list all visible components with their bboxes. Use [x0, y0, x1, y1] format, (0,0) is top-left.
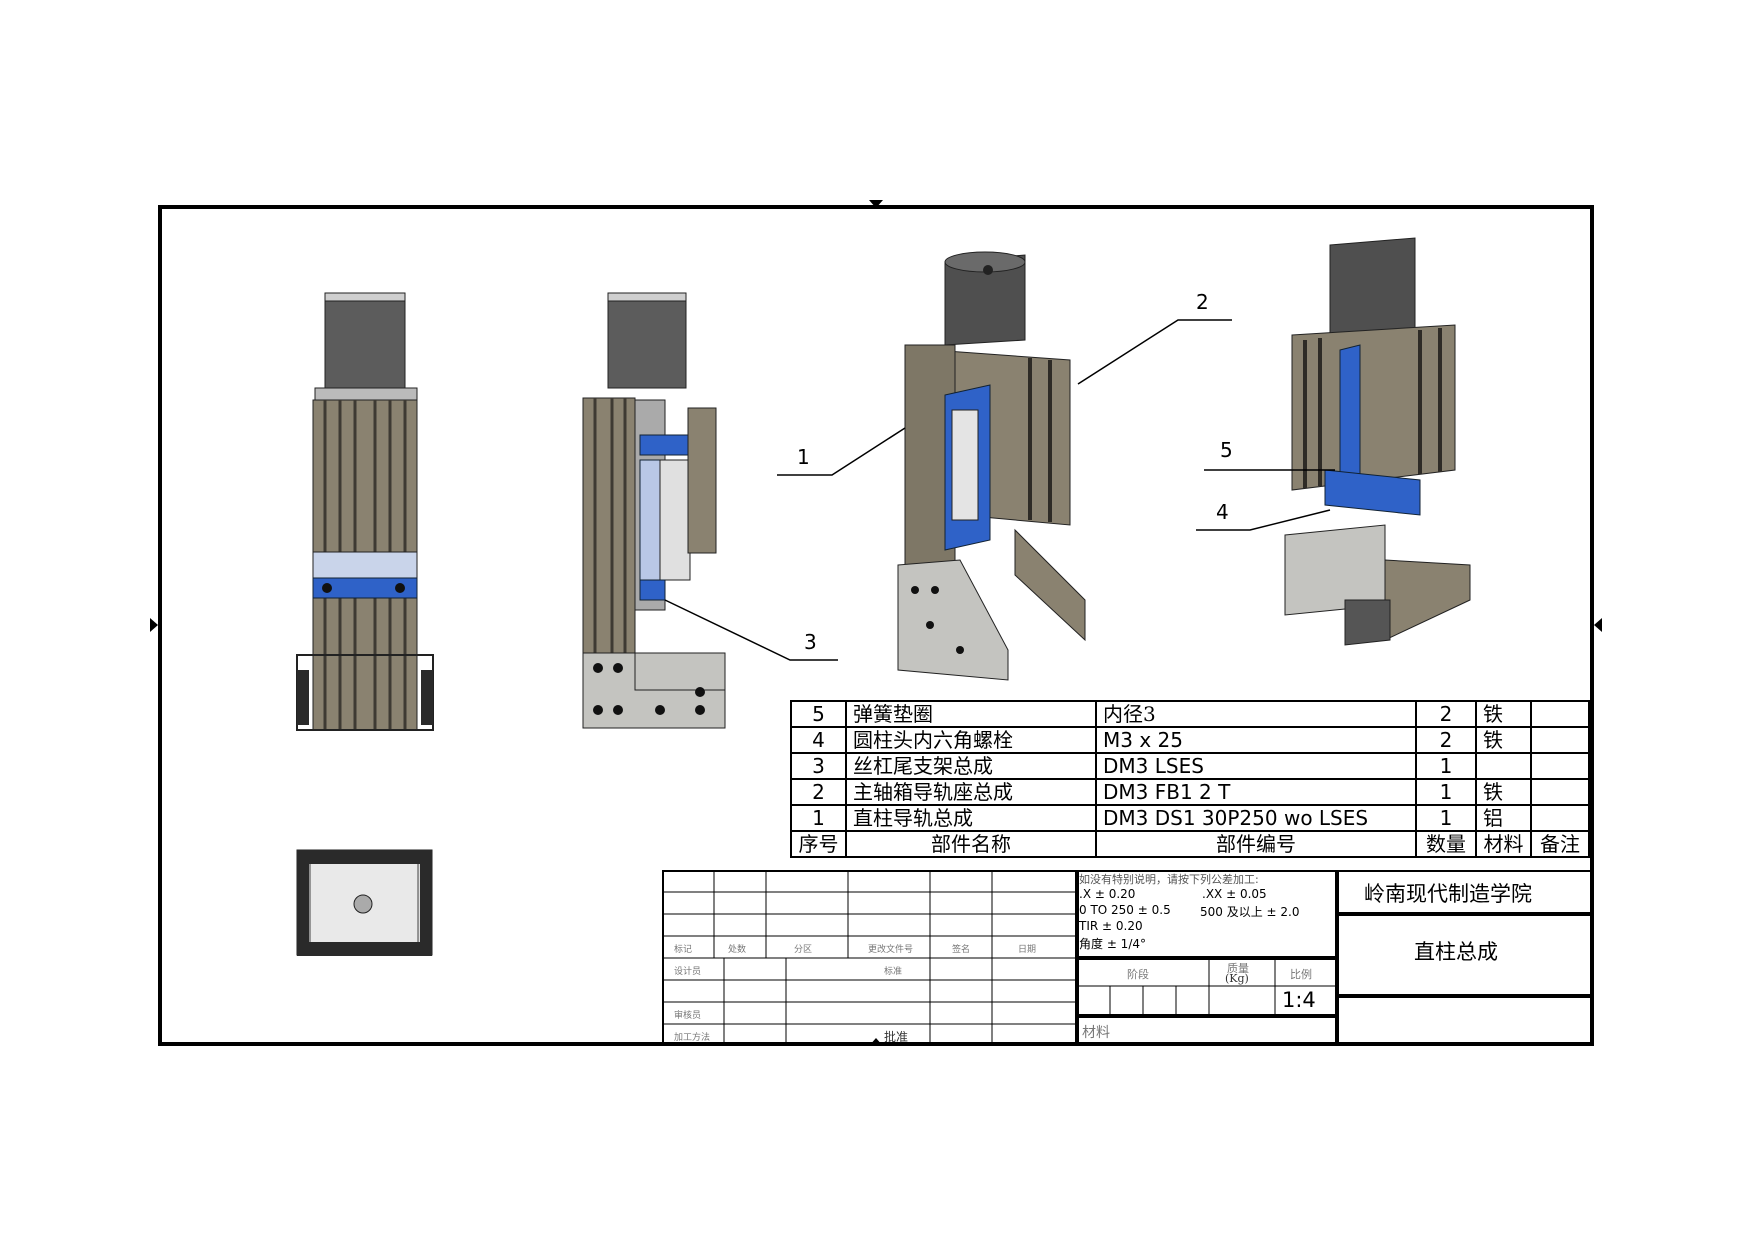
- bom-name: 主轴箱导轨座总成: [845, 778, 1097, 806]
- bom-qty: 1: [1415, 752, 1477, 780]
- leader-lines: [664, 319, 1335, 661]
- tolerance-line2a: .X ± 0.20: [1079, 887, 1136, 901]
- bom-row: 5 弹簧垫圈 内径3 2 铁: [790, 700, 1590, 728]
- bottom-center-mark: [869, 1038, 883, 1046]
- right-center-mark: [1594, 618, 1602, 632]
- label-sign: 签名: [952, 945, 971, 955]
- bom-qty: 1: [1415, 778, 1477, 806]
- bom-note: [1530, 700, 1590, 728]
- bom-material: 铁: [1475, 700, 1532, 728]
- tolerance-line3a: 0 TO 250 ± 0.5: [1079, 903, 1171, 917]
- stage-block-lines: [1077, 958, 1337, 1016]
- bom-code: M3 x 25: [1095, 726, 1417, 754]
- iso-view-2: [1284, 237, 1471, 646]
- front-view: [296, 292, 434, 731]
- title-block: 标记 处数 分区 更改文件号 签名 日期 设计员 标准 审核员 加工方法 批准 …: [662, 870, 1594, 1046]
- bom-name: 圆柱头内六角螺栓: [845, 726, 1097, 754]
- bom-note: [1530, 778, 1590, 806]
- bom-header-qty: 数量: [1415, 830, 1477, 858]
- bom-header-note: 备注: [1530, 830, 1590, 858]
- bom-name: 弹簧垫圈: [845, 700, 1097, 728]
- stage-block: [1077, 958, 1337, 1016]
- drawing-number-block: [1337, 996, 1594, 1046]
- bom-material: 铝: [1475, 804, 1532, 832]
- material-label: 材料: [1082, 1025, 1110, 1041]
- bom-no: 4: [790, 726, 847, 754]
- bom-no: 1: [790, 804, 847, 832]
- drawing-title-block: [1337, 914, 1594, 996]
- balloon-3: 3: [804, 630, 817, 654]
- scale-value: 1:4: [1282, 988, 1316, 1012]
- label-scale: 比例: [1290, 968, 1312, 981]
- bom-code: 内径3: [1095, 700, 1417, 728]
- school-block: [1337, 870, 1594, 914]
- bom-qty: 1: [1415, 804, 1477, 832]
- bom-material: 铁: [1475, 778, 1532, 806]
- top-center-mark: [869, 200, 883, 208]
- tolerance-line2b: .XX ± 0.05: [1202, 887, 1267, 901]
- bom-no: 3: [790, 752, 847, 780]
- balloon-4: 4: [1216, 500, 1229, 524]
- tolerance-line4: TIR ± 0.20: [1079, 919, 1143, 933]
- tolerance-line3b: 500 及以上 ± 2.0: [1200, 905, 1300, 919]
- label-mark: 标记: [674, 945, 693, 955]
- bom-qty: 2: [1415, 700, 1477, 728]
- label-mass: 质量: [1227, 962, 1249, 975]
- bom-note: [1530, 726, 1590, 754]
- tolerance-block: [1077, 870, 1337, 958]
- label-date: 日期: [1018, 945, 1037, 955]
- bom-name: 丝杠尾支架总成: [845, 752, 1097, 780]
- bom-material: [1475, 752, 1532, 780]
- bom-no: 5: [790, 700, 847, 728]
- balloon-2: 2: [1196, 290, 1209, 314]
- label-change-no: 更改文件号: [868, 945, 914, 955]
- iso-view-1: [897, 251, 1086, 681]
- bom-header-name: 部件名称: [845, 830, 1097, 858]
- label-reviewer: 审核员: [674, 1011, 702, 1021]
- top-view: [296, 849, 433, 956]
- bom-header-material: 材料: [1475, 830, 1532, 858]
- bom-row: 4 圆柱头内六角螺栓 M3 x 25 2 铁: [790, 726, 1590, 754]
- bom-row: 2 主轴箱导轨座总成 DM3 FB1 2 T 1 铁: [790, 778, 1590, 806]
- label-process: 加工方法: [674, 1033, 711, 1043]
- bom-code: DM3 FB1 2 T: [1095, 778, 1417, 806]
- bom-table: 5 弹簧垫圈 内径3 2 铁 4 圆柱头内六角螺栓 M3 x 25 2 铁 3 …: [790, 700, 1590, 858]
- bom-row: 1 直柱导轨总成 DM3 DS1 30P250 wo LSES 1 铝: [790, 804, 1590, 832]
- bom-row: 3 丝杠尾支架总成 DM3 LSES 1: [790, 752, 1590, 780]
- side-view: [582, 292, 726, 729]
- tolerance-line1: 如没有特别说明，请按下列公差加工:: [1079, 873, 1259, 886]
- label-approve: 批准: [884, 1030, 909, 1044]
- school-name: 岭南现代制造学院: [1364, 882, 1532, 906]
- bom-note: [1530, 804, 1590, 832]
- bom-material: 铁: [1475, 726, 1532, 754]
- bom-note: [1530, 752, 1590, 780]
- label-zone: 分区: [794, 945, 813, 955]
- label-standard: 标准: [884, 967, 903, 977]
- drawing-title: 直柱总成: [1414, 940, 1498, 964]
- bom-code: DM3 LSES: [1095, 752, 1417, 780]
- bom-header-code: 部件编号: [1095, 830, 1417, 858]
- label-designer: 设计员: [674, 967, 702, 977]
- bom-header-no: 序号: [790, 830, 847, 858]
- bom-no: 2: [790, 778, 847, 806]
- balloon-5: 5: [1220, 438, 1233, 462]
- bom-header-row: 序号 部件名称 部件编号 数量 材料 备注: [790, 830, 1590, 858]
- balloon-1: 1: [797, 445, 810, 469]
- left-center-mark: [150, 618, 158, 632]
- bom-code: DM3 DS1 30P250 wo LSES: [1095, 804, 1417, 832]
- label-mass-unit: (Kg): [1225, 972, 1249, 985]
- bom-name: 直柱导轨总成: [845, 804, 1097, 832]
- tolerance-line5: 角度 ± 1/4°: [1079, 937, 1146, 951]
- material-block: [1077, 1016, 1337, 1046]
- label-stage: 阶段: [1127, 968, 1149, 981]
- revision-grid-lines: [662, 870, 1077, 1046]
- label-count: 处数: [728, 945, 747, 955]
- bom-qty: 2: [1415, 726, 1477, 754]
